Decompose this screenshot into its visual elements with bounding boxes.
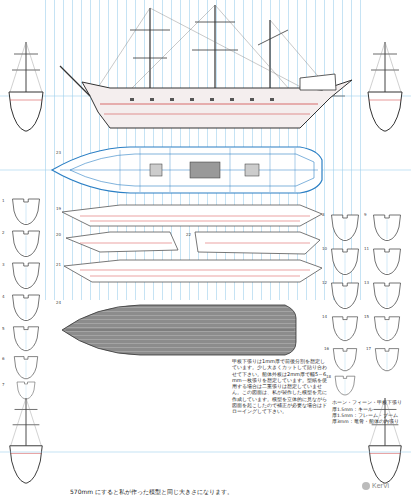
callout-number: 18 (326, 374, 331, 379)
callout-number: 13 (364, 280, 369, 285)
callout-number: 3 (2, 262, 5, 267)
callout-number: 1 (2, 198, 5, 203)
callout-number: 5 (2, 326, 5, 331)
callout-number: 17 (366, 346, 371, 351)
material-note: 厚1.5mm：フレーム・ブーム (332, 413, 408, 419)
callout-number: 8 (322, 212, 325, 217)
callout-number: 21 (56, 262, 61, 267)
callout-number: 11 (364, 246, 369, 251)
callout-number: 22 (186, 232, 191, 237)
callout-number: 6 (2, 356, 5, 361)
watermark: KerVi (372, 482, 389, 491)
callout-number: 15 (364, 314, 369, 319)
callout-number: 12 (322, 280, 327, 285)
note-text: 甲板下張りは1mm厚で前後分割を想定しています。少し大きくカットして貼り合わせて… (232, 358, 328, 414)
callout-number: 24 (56, 300, 61, 305)
callout-number: 23 (56, 150, 61, 155)
callout-number: 16 (324, 346, 329, 351)
material-note: 厚1.5mm：キール (332, 407, 408, 413)
callout-number: 10 (322, 246, 327, 251)
callout-number: 4 (2, 294, 5, 299)
scale-note: 570mm にすると私が作った模型と同じ大きさになります。 (70, 488, 233, 496)
callout-number: 19 (56, 206, 61, 211)
callout-number: 14 (322, 314, 327, 319)
callout-number: 2 (2, 230, 5, 235)
material-note: 厚3mm：竜骨・船体の内張り (332, 419, 408, 425)
callout-number: 9 (364, 212, 367, 217)
material-note: ホーン・フィーン・甲板下張り (332, 400, 408, 406)
callout-number: 20 (56, 232, 61, 237)
callout-number: 7 (2, 382, 5, 387)
